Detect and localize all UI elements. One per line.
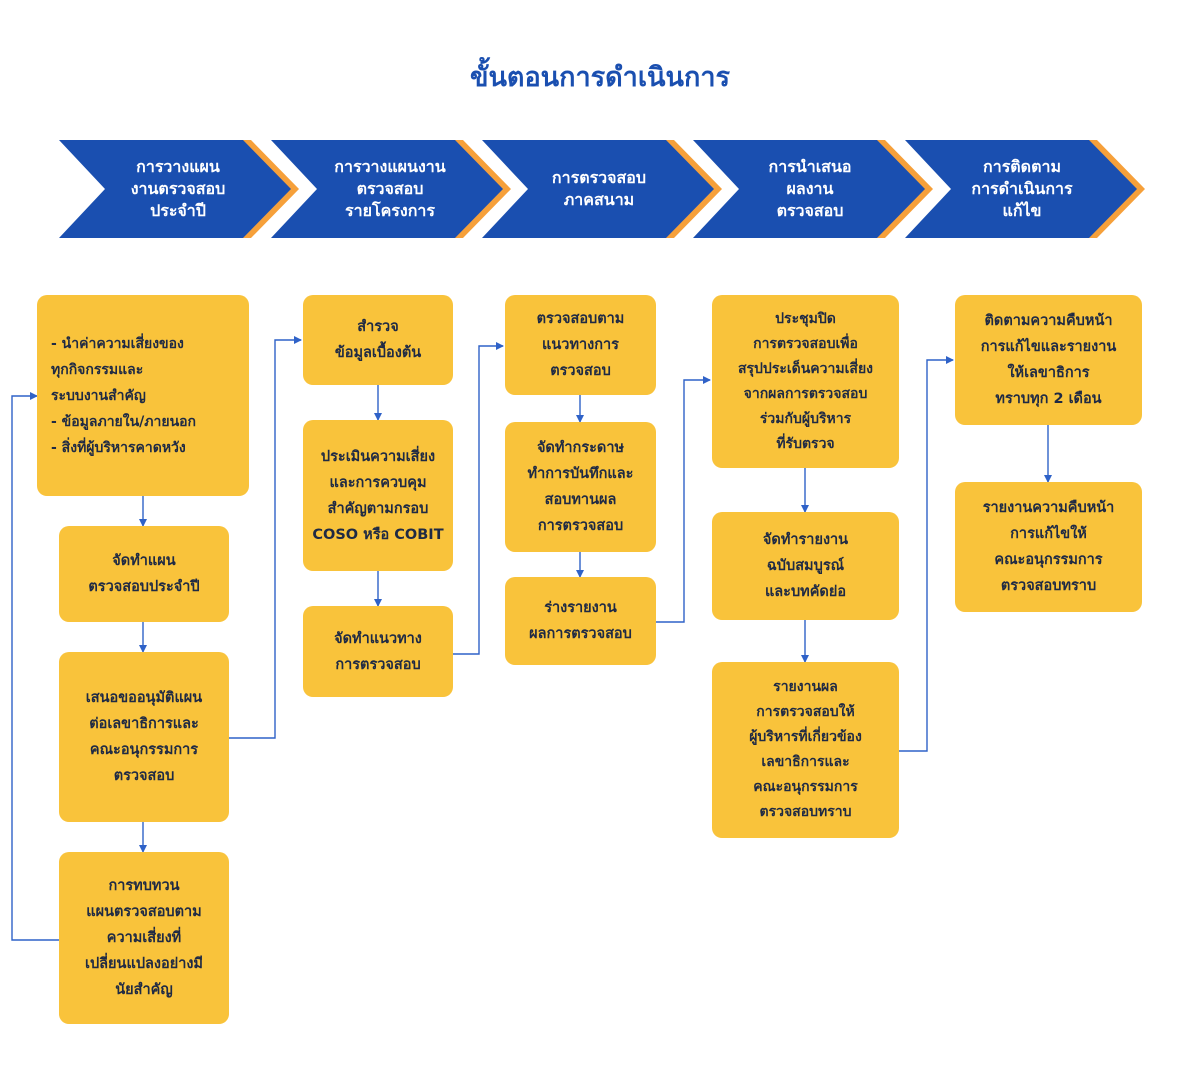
step-box: จัดทำแผน ตรวจสอบประจำปี [59,526,229,622]
feedback-loop [11,392,59,941]
stage-label-4: การนำเสนอ ผลงาน ตรวจสอบ [768,157,852,220]
connector-c3-c4 [656,376,711,623]
connector-c2-c3 [453,342,504,655]
page-title: ขั้นตอนการดำเนินการ [470,62,730,93]
stage-chevron-3 [482,140,722,238]
step-box: ติดตามความคืบหน้า การแก้ไขและรายงาน ให้เ… [955,295,1142,425]
stage-label-5: การติดตาม การดำเนินการ แก้ไข [971,157,1073,220]
step-box: ประเมินความเสี่ยง และการควบคุม สำคัญตามก… [303,420,453,571]
step-box: จัดทำรายงาน ฉบับสมบูรณ์ และบทคัดย่อ [712,512,899,620]
step-box: จัดทำกระดาษ ทำการบันทึกและ สอบทานผล การต… [505,422,656,552]
stage-label-2: การวางแผนงาน ตรวจสอบ รายโครงการ [334,157,446,220]
step-box: ประชุมปิด การตรวจสอบเพื่อ สรุปประเด็นควา… [712,295,899,468]
connector-c4-c5 [899,356,954,752]
step-box: ร่างรายงาน ผลการตรวจสอบ [505,577,656,665]
step-box: ตรวจสอบตาม แนวทางการ ตรวจสอบ [505,295,656,395]
stage-chevron-4 [693,140,933,238]
step-box: - นำค่าความเสี่ยงของ ทุกกิจกรรมและ ระบบง… [37,295,249,496]
connector-c1-c2 [229,336,302,739]
step-box: การทบทวน แผนตรวจสอบตาม ความเสี่ยงที่ เปล… [59,852,229,1024]
stage-chevron-1 [59,140,299,238]
step-box: จัดทำแนวทาง การตรวจสอบ [303,606,453,697]
stage-label-3: การตรวจสอบ ภาคสนาม [551,168,647,209]
stage-chevron-2 [271,140,511,238]
stage-label-1: การวางแผน งานตรวจสอบ ประจำปี [130,157,226,220]
step-box: สำรวจ ข้อมูลเบื้องต้น [303,295,453,385]
step-box: เสนอขออนุมัติแผน ต่อเลขาธิการและ คณะอนุก… [59,652,229,822]
step-box: รายงานผล การตรวจสอบให้ ผู้บริหารที่เกี่ย… [712,662,899,838]
step-box: รายงานความคืบหน้า การแก้ไขให้ คณะอนุกรรม… [955,482,1142,612]
stage-chevron-5 [905,140,1145,238]
